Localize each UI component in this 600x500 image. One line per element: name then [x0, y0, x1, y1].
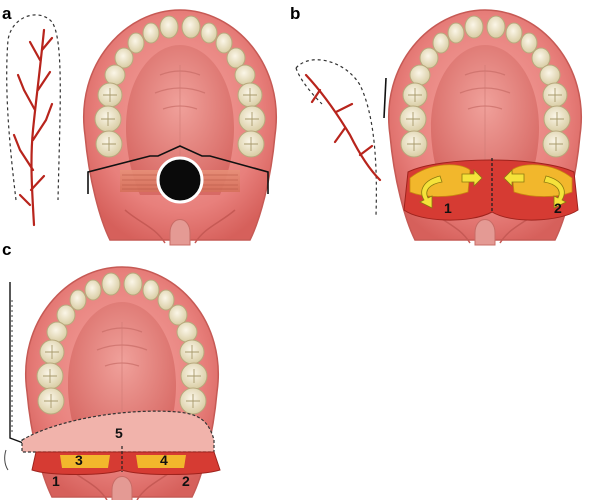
flap-number-c1: 1: [52, 473, 60, 489]
palatal-flap-5: [21, 410, 215, 453]
incision-bracket: [87, 145, 269, 194]
flap-number-c2: 2: [182, 473, 190, 489]
buccal-fat-left-c: [60, 455, 110, 468]
panel-b: 1 2: [295, 9, 583, 246]
dental-arch-a: [82, 9, 278, 246]
panel-c: 5 3 4 1 2: [4, 266, 221, 500]
vessel-tree: [12, 28, 54, 227]
panel-label-a: a: [2, 4, 12, 23]
advance-arrows: [419, 169, 567, 209]
flap-number-b2: 2: [554, 200, 562, 216]
flap-number-b1: 1: [444, 200, 452, 216]
flap-outline-dashed-b: [295, 59, 377, 216]
buccal-fat-right-c: [136, 455, 186, 468]
panel-a: [6, 9, 278, 246]
panel-label-c: c: [2, 240, 12, 259]
vessel-tree-b: [304, 73, 382, 182]
flap-number-c4: 4: [160, 452, 168, 468]
flap-number-c3: 3: [75, 452, 83, 468]
panel-label-b: b: [290, 4, 301, 23]
palatal-fistula: [156, 156, 204, 204]
flap-number-c5: 5: [115, 425, 123, 441]
flap-outline-dashed: [6, 14, 61, 201]
